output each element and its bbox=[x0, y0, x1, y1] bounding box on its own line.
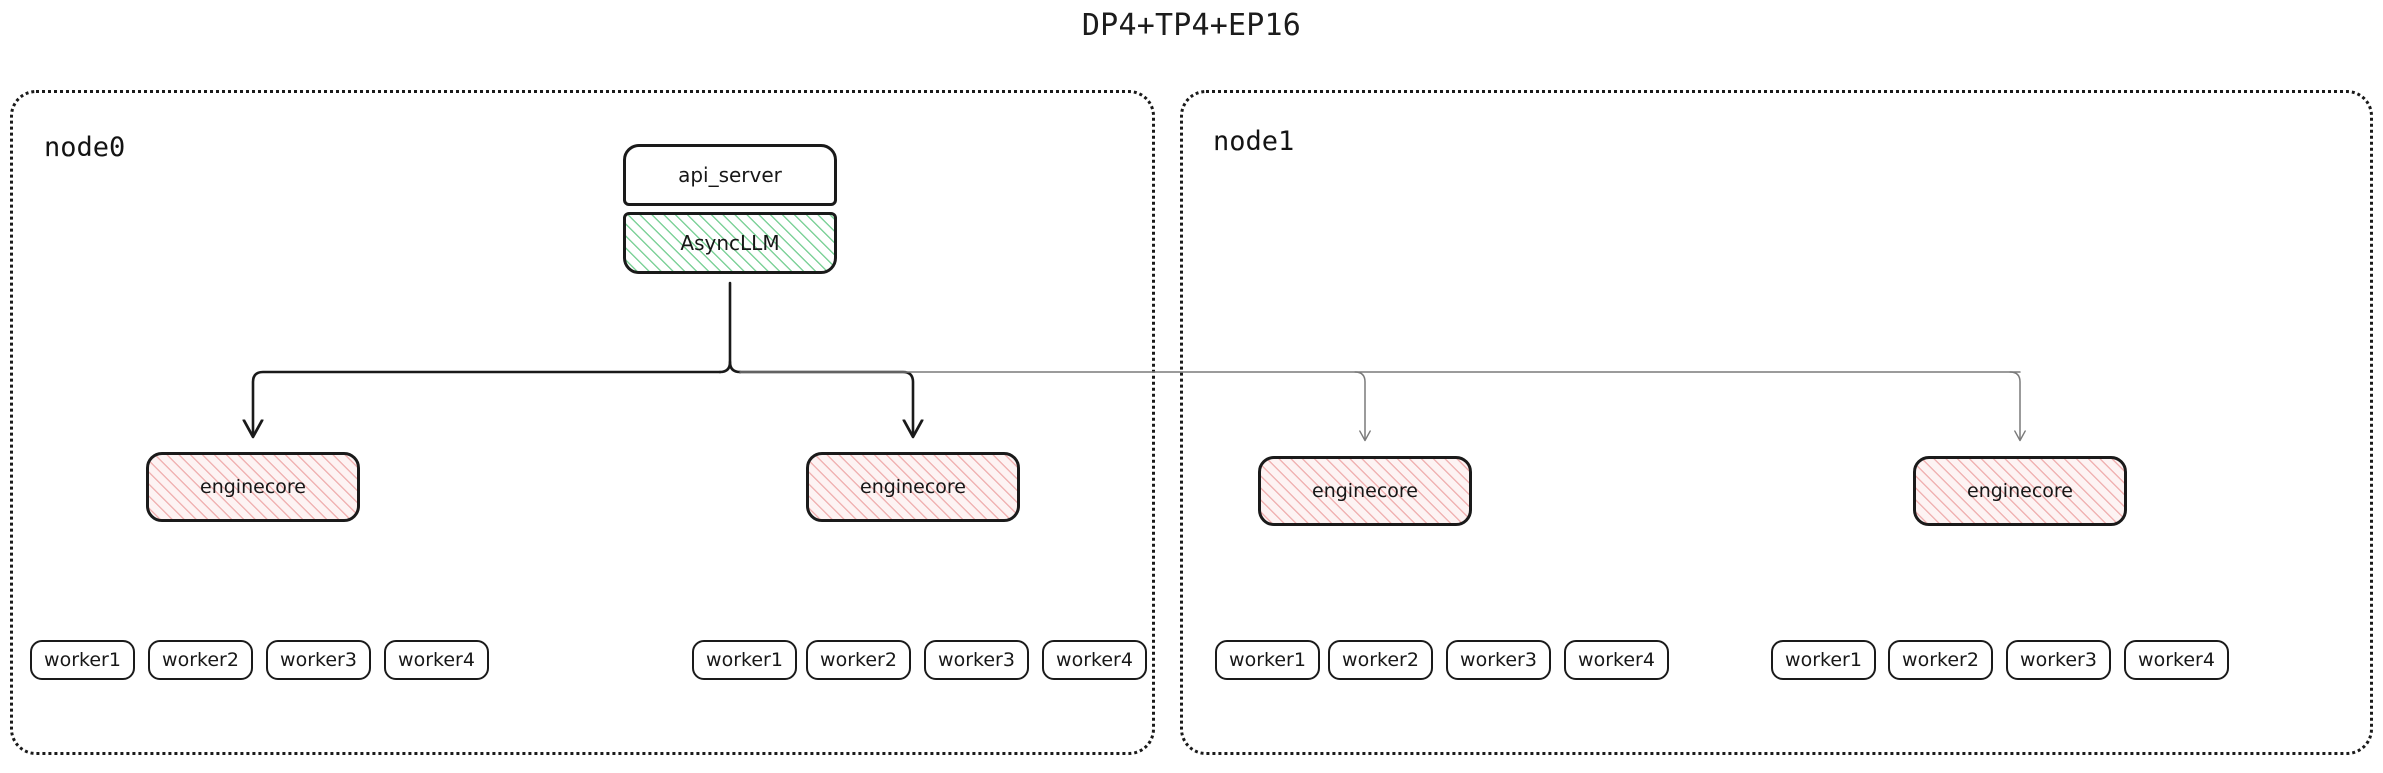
box-worker-label: worker2 bbox=[820, 649, 897, 671]
box-worker-node0-1-1[interactable]: worker1 bbox=[692, 640, 797, 680]
box-worker-label: worker1 bbox=[44, 649, 121, 671]
box-worker-label: worker2 bbox=[162, 649, 239, 671]
box-worker-node0-1-3[interactable]: worker3 bbox=[924, 640, 1029, 680]
box-worker-node1-0-1[interactable]: worker1 bbox=[1215, 640, 1320, 680]
node-label-node1: node1 bbox=[1213, 126, 1295, 157]
box-enginecore-label: enginecore bbox=[1967, 480, 2073, 502]
box-worker-node1-1-1[interactable]: worker1 bbox=[1771, 640, 1876, 680]
box-worker-label: worker1 bbox=[1229, 649, 1306, 671]
box-worker-node1-1-4[interactable]: worker4 bbox=[2124, 640, 2229, 680]
box-enginecore-node0-1[interactable]: enginecore bbox=[806, 452, 1020, 522]
box-worker-node1-1-2[interactable]: worker2 bbox=[1888, 640, 1993, 680]
box-enginecore-node0-0[interactable]: enginecore bbox=[146, 452, 360, 522]
box-worker-label: worker1 bbox=[706, 649, 783, 671]
box-worker-label: worker3 bbox=[280, 649, 357, 671]
node-container-node0 bbox=[10, 90, 1155, 755]
box-worker-label: worker2 bbox=[1902, 649, 1979, 671]
box-enginecore-label: enginecore bbox=[1312, 480, 1418, 502]
box-worker-node0-0-4[interactable]: worker4 bbox=[384, 640, 489, 680]
box-enginecore-node1-0[interactable]: enginecore bbox=[1258, 456, 1472, 526]
page-title: DP4+TP4+EP16 bbox=[1081, 8, 1302, 43]
box-worker-node0-0-3[interactable]: worker3 bbox=[266, 640, 371, 680]
box-worker-label: worker4 bbox=[2138, 649, 2215, 671]
box-worker-label: worker4 bbox=[1578, 649, 1655, 671]
box-worker-label: worker4 bbox=[1056, 649, 1133, 671]
box-enginecore-label: enginecore bbox=[860, 476, 966, 498]
node-container-node1 bbox=[1180, 90, 2373, 755]
box-worker-node0-0-1[interactable]: worker1 bbox=[30, 640, 135, 680]
box-worker-label: worker3 bbox=[1460, 649, 1537, 671]
box-async-llm[interactable]: AsyncLLM bbox=[623, 212, 837, 274]
box-worker-node0-1-4[interactable]: worker4 bbox=[1042, 640, 1147, 680]
box-api-server-label: api_server bbox=[678, 163, 782, 187]
box-worker-label: worker2 bbox=[1342, 649, 1419, 671]
box-worker-node1-1-3[interactable]: worker3 bbox=[2006, 640, 2111, 680]
box-worker-label: worker4 bbox=[398, 649, 475, 671]
box-api-server[interactable]: api_server bbox=[623, 144, 837, 206]
box-worker-node1-0-3[interactable]: worker3 bbox=[1446, 640, 1551, 680]
box-worker-node1-0-4[interactable]: worker4 bbox=[1564, 640, 1669, 680]
box-worker-node0-0-2[interactable]: worker2 bbox=[148, 640, 253, 680]
box-worker-label: worker3 bbox=[2020, 649, 2097, 671]
box-worker-node0-1-2[interactable]: worker2 bbox=[806, 640, 911, 680]
box-async-llm-label: AsyncLLM bbox=[680, 231, 780, 255]
box-enginecore-label: enginecore bbox=[200, 476, 306, 498]
box-enginecore-node1-1[interactable]: enginecore bbox=[1913, 456, 2127, 526]
box-worker-label: worker1 bbox=[1785, 649, 1862, 671]
box-worker-node1-0-2[interactable]: worker2 bbox=[1328, 640, 1433, 680]
node-label-node0: node0 bbox=[44, 132, 126, 163]
box-worker-label: worker3 bbox=[938, 649, 1015, 671]
